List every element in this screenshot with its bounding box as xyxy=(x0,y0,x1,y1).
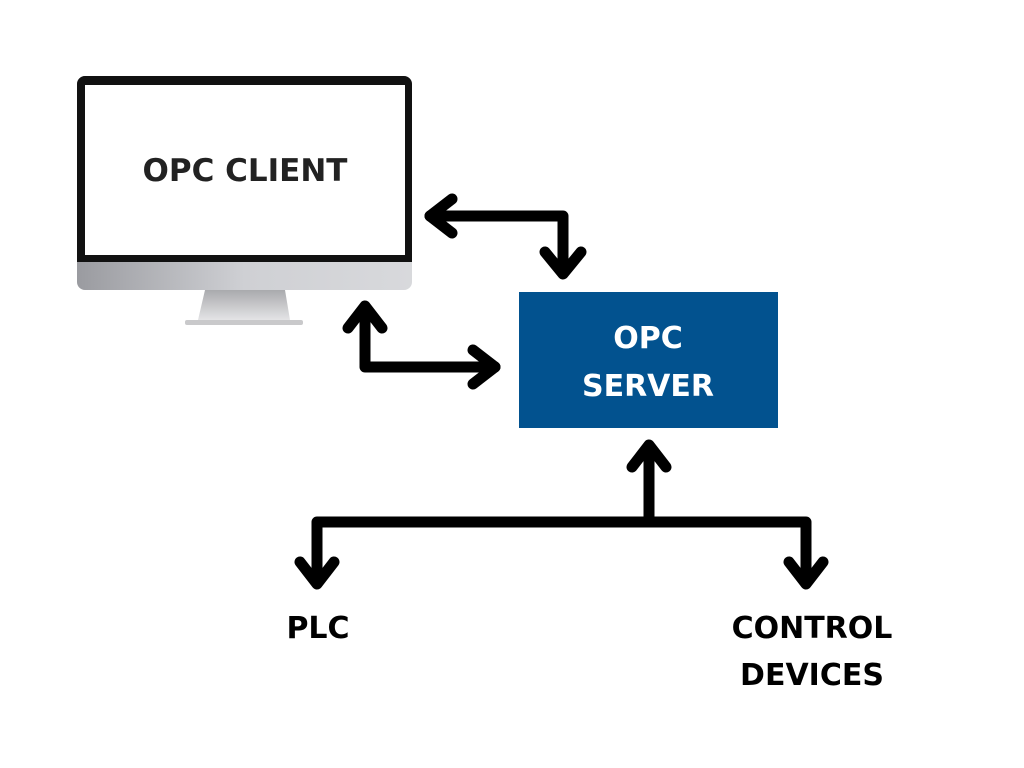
plc-label: PLC xyxy=(286,611,349,646)
opc-client-label: OPC CLIENT xyxy=(143,153,348,189)
control-devices-label-line2: DEVICES xyxy=(740,658,884,693)
arrow-client-server-bottom xyxy=(342,300,501,390)
arrow-client-server-top xyxy=(424,193,587,280)
opc-server-box xyxy=(519,292,778,428)
control-devices-label-line1: CONTROL xyxy=(732,611,893,646)
computer-monitor-icon xyxy=(77,76,412,325)
opc-server-label-line1: OPC xyxy=(613,321,683,356)
arrow-server-devices xyxy=(294,439,829,590)
opc-server-label-line2: SERVER xyxy=(582,369,714,404)
